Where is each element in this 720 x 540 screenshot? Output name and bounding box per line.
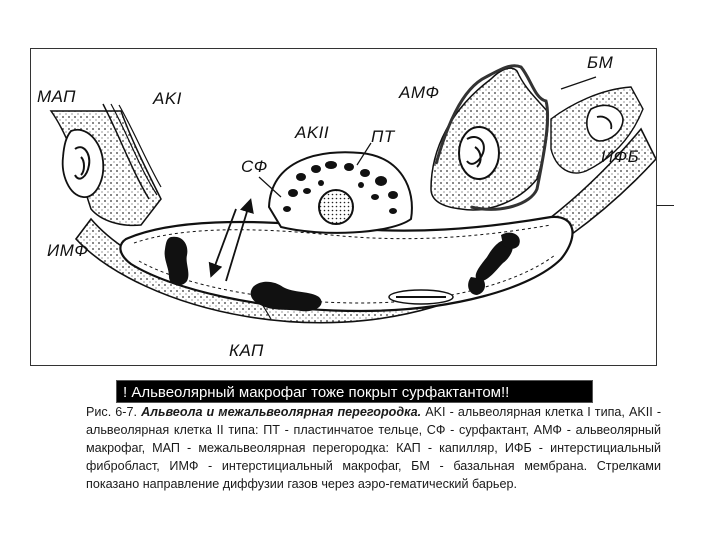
divider-line: [656, 205, 674, 206]
surfactant-note-banner: ! Альвеолярный макрофаг тоже покрыт сурф…: [116, 380, 593, 403]
caption-heading: Альвеола и межальвеолярная перегородка.: [141, 405, 421, 419]
label-bm: БМ: [587, 53, 613, 73]
caption-figure-number: Рис. 6-7.: [86, 405, 137, 419]
label-amf: АМФ: [399, 83, 440, 103]
alveolus-drawing: [31, 49, 656, 365]
label-ak2: AKII: [295, 123, 329, 143]
figure-caption: Рис. 6-7. Альвеола и межальвеолярная пер…: [86, 403, 661, 493]
label-ak1: AKI: [153, 89, 182, 109]
akii-nucleus: [319, 190, 353, 224]
label-kap: КАП: [229, 341, 264, 361]
label-ifb: ИФБ: [601, 147, 639, 167]
label-imf: ИМФ: [47, 241, 88, 261]
label-pt: ПТ: [371, 127, 395, 147]
label-sf: СФ: [241, 157, 268, 177]
label-map: МАП: [37, 87, 76, 107]
diagram-frame: МАП AKI AKII ПТ АМФ БМ СФ ИФБ ИМФ КАП: [30, 48, 657, 366]
